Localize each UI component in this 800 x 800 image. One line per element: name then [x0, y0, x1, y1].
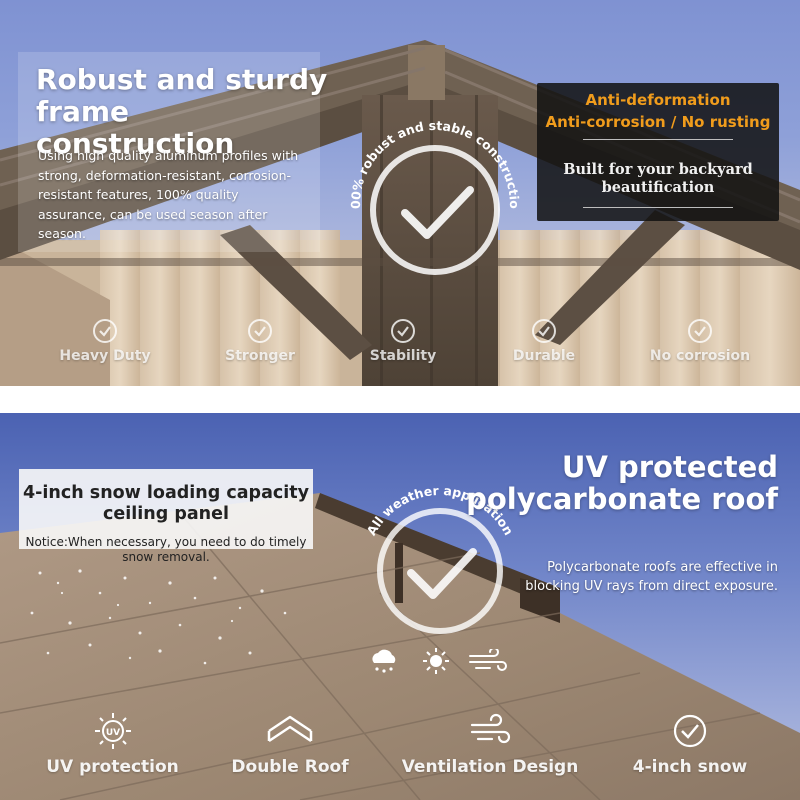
feature-heavy-duty: Heavy Duty	[45, 318, 165, 364]
feature-stronger: Stronger	[200, 318, 320, 364]
snow-cloud-icon	[372, 649, 396, 673]
polycarbonate-roof-panel: 4-inch snow loading capacity ceiling pan…	[0, 413, 800, 800]
title-backdrop	[18, 52, 320, 252]
badge-anti-corrosion: Anti-corrosion / No rusting	[545, 113, 771, 131]
snow-load-card	[19, 469, 313, 549]
uv-roof-title: UV protected polycarbonate roof	[466, 450, 778, 516]
feature-label: Heavy Duty	[59, 348, 151, 364]
snow-removal-notice: Notice:When necessary, you need to do ti…	[25, 535, 307, 564]
uv-roof-description: Polycarbonate roofs are effective in blo…	[525, 560, 778, 594]
feature-label: No corrosion	[649, 348, 751, 364]
feature-label: Stability	[369, 348, 437, 364]
anti-corrosion-badge: Anti-deformation Anti-corrosion / No rus…	[537, 83, 779, 221]
check-icon	[407, 548, 477, 599]
feature-label: UV protection	[46, 757, 179, 777]
feature-ventilation-design: Ventilation Design	[395, 711, 585, 777]
double-roof-icon	[267, 715, 313, 743]
badge-divider	[583, 139, 733, 140]
feature-uv-protection: UV UV protection	[40, 711, 185, 777]
badge-divider	[583, 207, 733, 208]
feature-durable: Durable	[484, 318, 604, 364]
feature-double-roof: Double Roof	[225, 711, 355, 777]
uv-sun-icon: UV	[94, 713, 131, 749]
snow-load-title: 4-inch snow loading capacity ceiling pan…	[22, 483, 310, 524]
sun-icon	[423, 648, 449, 674]
frame-feature-list: Heavy Duty Stronger Stability Durable	[0, 318, 800, 368]
wind-icon	[470, 713, 511, 744]
feature-label: Stronger	[225, 348, 295, 364]
wind-icon	[469, 649, 507, 671]
badge-anti-deformation: Anti-deformation	[585, 91, 731, 109]
feature-label: Ventilation Design	[401, 757, 579, 777]
check-circle-icon	[673, 714, 707, 748]
check-circle-icon	[688, 319, 712, 343]
frame-description: Using high quality aluminum profiles wit…	[38, 148, 299, 241]
svg-text:UV: UV	[105, 728, 119, 738]
snow-speckles	[30, 569, 287, 665]
feature-label: Double Roof	[231, 757, 349, 777]
check-icon	[401, 186, 474, 239]
frame-construction-panel: Robust and sturdy frame construction Usi…	[0, 0, 800, 386]
feature-4-inch-snow: 4-inch snow	[625, 711, 755, 777]
feature-stability: Stability	[343, 318, 463, 364]
stamp-ring	[377, 508, 503, 634]
check-circle-icon	[93, 319, 117, 343]
feature-no-corrosion: No corrosion	[640, 318, 760, 364]
feature-label: 4-inch snow	[632, 757, 748, 777]
check-circle-icon	[532, 319, 556, 343]
check-circle-icon	[391, 319, 415, 343]
stamp-ring	[370, 145, 500, 275]
feature-label: Durable	[512, 348, 576, 364]
robust-construction-stamp: 100% robust and stable construction	[330, 95, 522, 275]
frame-title: Robust and sturdy frame construction	[36, 63, 328, 160]
roof-feature-list: UV UV protection Double Roof	[0, 711, 800, 791]
badge-tagline: Built for your backyard beautification	[563, 161, 753, 196]
all-weather-stamp: All weather application	[364, 483, 516, 634]
check-circle-icon	[248, 319, 272, 343]
